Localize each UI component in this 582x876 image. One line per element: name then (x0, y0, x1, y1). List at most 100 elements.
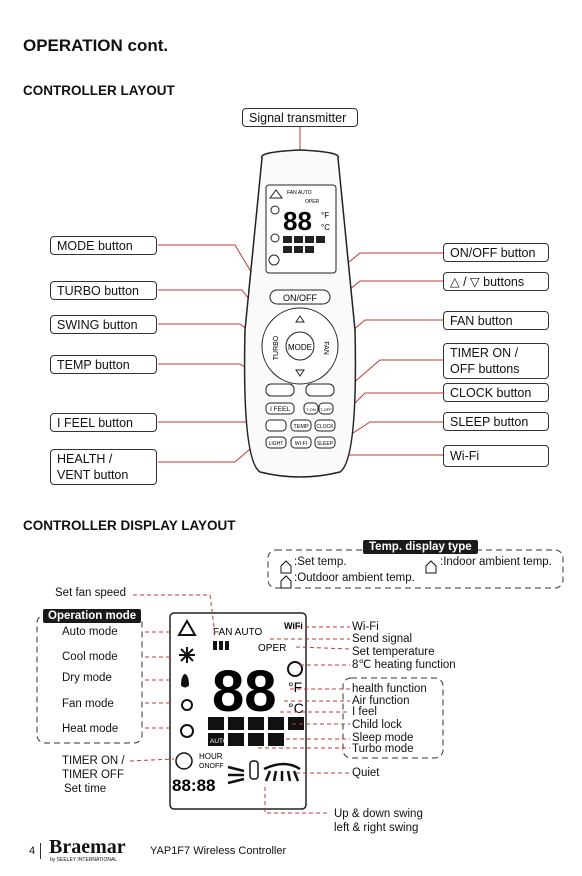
label-clock-button: CLOCK button (443, 383, 549, 402)
label-cool-mode: Cool mode (62, 651, 118, 663)
label-onoff-button: ON/OFF button (443, 243, 549, 262)
label-child-lock: Child lock (352, 719, 402, 731)
remote-wifi-button[interactable] (290, 436, 312, 449)
set-temp-house-icon (280, 560, 292, 574)
label-timer-line2: OFF buttons (450, 362, 520, 376)
label-set-time: Set time (64, 783, 107, 795)
page-number: 4 (29, 845, 36, 857)
display-clock-digits: 88:88 (172, 776, 215, 795)
remote-sleep-button[interactable] (314, 436, 336, 449)
remote-swing-updown-button[interactable] (305, 383, 335, 397)
label-ifeel-button: I FEEL button (50, 413, 157, 432)
label-set-temperature: Set temperature (352, 646, 435, 658)
lcd-oper-text: OPER (305, 199, 320, 205)
label-timer-buttons: TIMER ON / OFF buttons (443, 343, 549, 379)
display-leader-lines (129, 594, 351, 814)
remote-clock-label: CLOCK (316, 424, 334, 430)
display-mode-icons (177, 618, 197, 738)
display-wifi-icon: WiFi (284, 621, 303, 631)
label-signal-transmitter: Signal transmitter (242, 108, 358, 127)
remote-onoff-button[interactable] (269, 289, 331, 305)
temp-type-box (267, 549, 564, 589)
lcd-digits: 88 (283, 206, 312, 236)
label-set-fan-speed: Set fan speed (55, 587, 126, 599)
label-swing-button: SWING button (50, 315, 157, 334)
temp-display-type-badge: Temp. display type (363, 540, 478, 554)
label-health-vent-button: HEALTH / VENT button (50, 449, 157, 485)
remote-mode-button[interactable] (285, 331, 315, 361)
label-indoor-temp: :Indoor ambient temp. (440, 556, 552, 568)
display-fan-auto: FAN AUTO (213, 627, 262, 638)
lcd-f: °F (321, 211, 329, 220)
outdoor-house-icon (280, 575, 292, 589)
remote-fan-label[interactable]: FAN (322, 341, 329, 355)
label-auto-mode: Auto mode (62, 626, 118, 638)
remote-ifeel-label: I FEEL (270, 406, 290, 413)
lcd-icon-row (283, 236, 325, 253)
remote-tonoff-label: T-ON (306, 407, 316, 412)
lcd-left-icons (268, 189, 283, 266)
model-name: YAP1F7 Wireless Controller (150, 845, 287, 857)
brand-logo: Braemar (49, 836, 126, 858)
label-8c-heating: 8℃ heating function (352, 659, 456, 671)
label-wifi-display: Wi-Fi (352, 621, 379, 633)
remote-light-label: LIGHT (269, 441, 284, 447)
remote-tonoff-button[interactable] (303, 402, 319, 415)
section-display-layout: CONTROLLER DISPLAY LAYOUT (23, 518, 236, 533)
house-icons (280, 560, 437, 589)
remote-health-button[interactable] (265, 419, 287, 432)
lcd-c: °C (321, 223, 330, 232)
label-turbo-button: TURBO button (50, 281, 157, 300)
remote-toff-button[interactable] (318, 402, 334, 415)
remote-ifeel-button[interactable] (265, 402, 295, 415)
label-dry-mode: Dry mode (62, 672, 112, 684)
display-hour: HOUR (199, 752, 223, 761)
remote-light-button[interactable] (265, 436, 287, 449)
label-turbo-mode: Turbo mode (352, 743, 414, 755)
remote-clock-button[interactable] (314, 419, 336, 432)
remote-onoff-label: ON/OFF (283, 293, 317, 303)
remote-temp-button[interactable] (290, 419, 312, 432)
label-fan-mode: Fan mode (62, 698, 114, 710)
label-air-function: Air function (352, 695, 410, 707)
label-swing-line1: Up & down swing (334, 808, 423, 820)
label-fan-button: FAN button (443, 311, 549, 330)
label-sleep-mode: Sleep mode (352, 732, 414, 744)
display-oper: OPER (258, 643, 286, 654)
display-lcd (169, 612, 307, 810)
label-set-temp: :Set temp. (294, 556, 347, 568)
label-swing-line2: left & right swing (334, 822, 419, 834)
remote-sleep-label: SLEEP (317, 441, 334, 447)
brand-sub: by SEELEY INTERNATIONAL (50, 857, 118, 863)
label-quiet: Quiet (352, 767, 380, 779)
operation-mode-badge: Operation mode (43, 609, 142, 623)
remote-up-button[interactable] (295, 315, 305, 323)
remote-swing-button[interactable] (265, 383, 295, 397)
display-f: °F (288, 679, 302, 695)
section-controller-layout: CONTROLLER LAYOUT (23, 83, 175, 98)
label-send-signal: Send signal (352, 633, 413, 645)
label-timer-off: TIMER OFF (62, 769, 124, 781)
label-health-line1: HEALTH / (57, 452, 113, 466)
function-box (342, 677, 444, 759)
timer-clock-icon (175, 752, 193, 770)
label-heat-mode: Heat mode (62, 723, 119, 735)
remote-turbo-label[interactable]: TURBO (273, 335, 280, 360)
remote-toff-label: T-OFF (320, 407, 332, 412)
label-updown-buttons: △ / ▽ buttons (443, 272, 549, 291)
label-i-feel: I feel (352, 706, 377, 718)
indoor-house-icon (425, 560, 437, 574)
lcd-fan-text: FAN AUTO (287, 190, 312, 196)
label-temp-button: TEMP button (50, 355, 157, 374)
display-onoff: ONOFF (199, 763, 224, 770)
remote-mode-label: MODE (288, 343, 312, 352)
label-outdoor-temp: :Outdoor ambient temp. (294, 572, 415, 584)
display-digits: 88 (212, 659, 277, 724)
display-auto-icon: AUTO (210, 738, 228, 745)
remote-down-button[interactable] (295, 369, 305, 377)
label-wifi: Wi-Fi (443, 445, 549, 467)
display-diagram: FAN AUTO OPER WiFi 88 °F °C AUTO HOUR ON… (36, 549, 564, 814)
label-timer-line1: TIMER ON / (450, 346, 519, 360)
dollar-icon (287, 661, 303, 677)
page-title: OPERATION cont. (23, 36, 169, 55)
